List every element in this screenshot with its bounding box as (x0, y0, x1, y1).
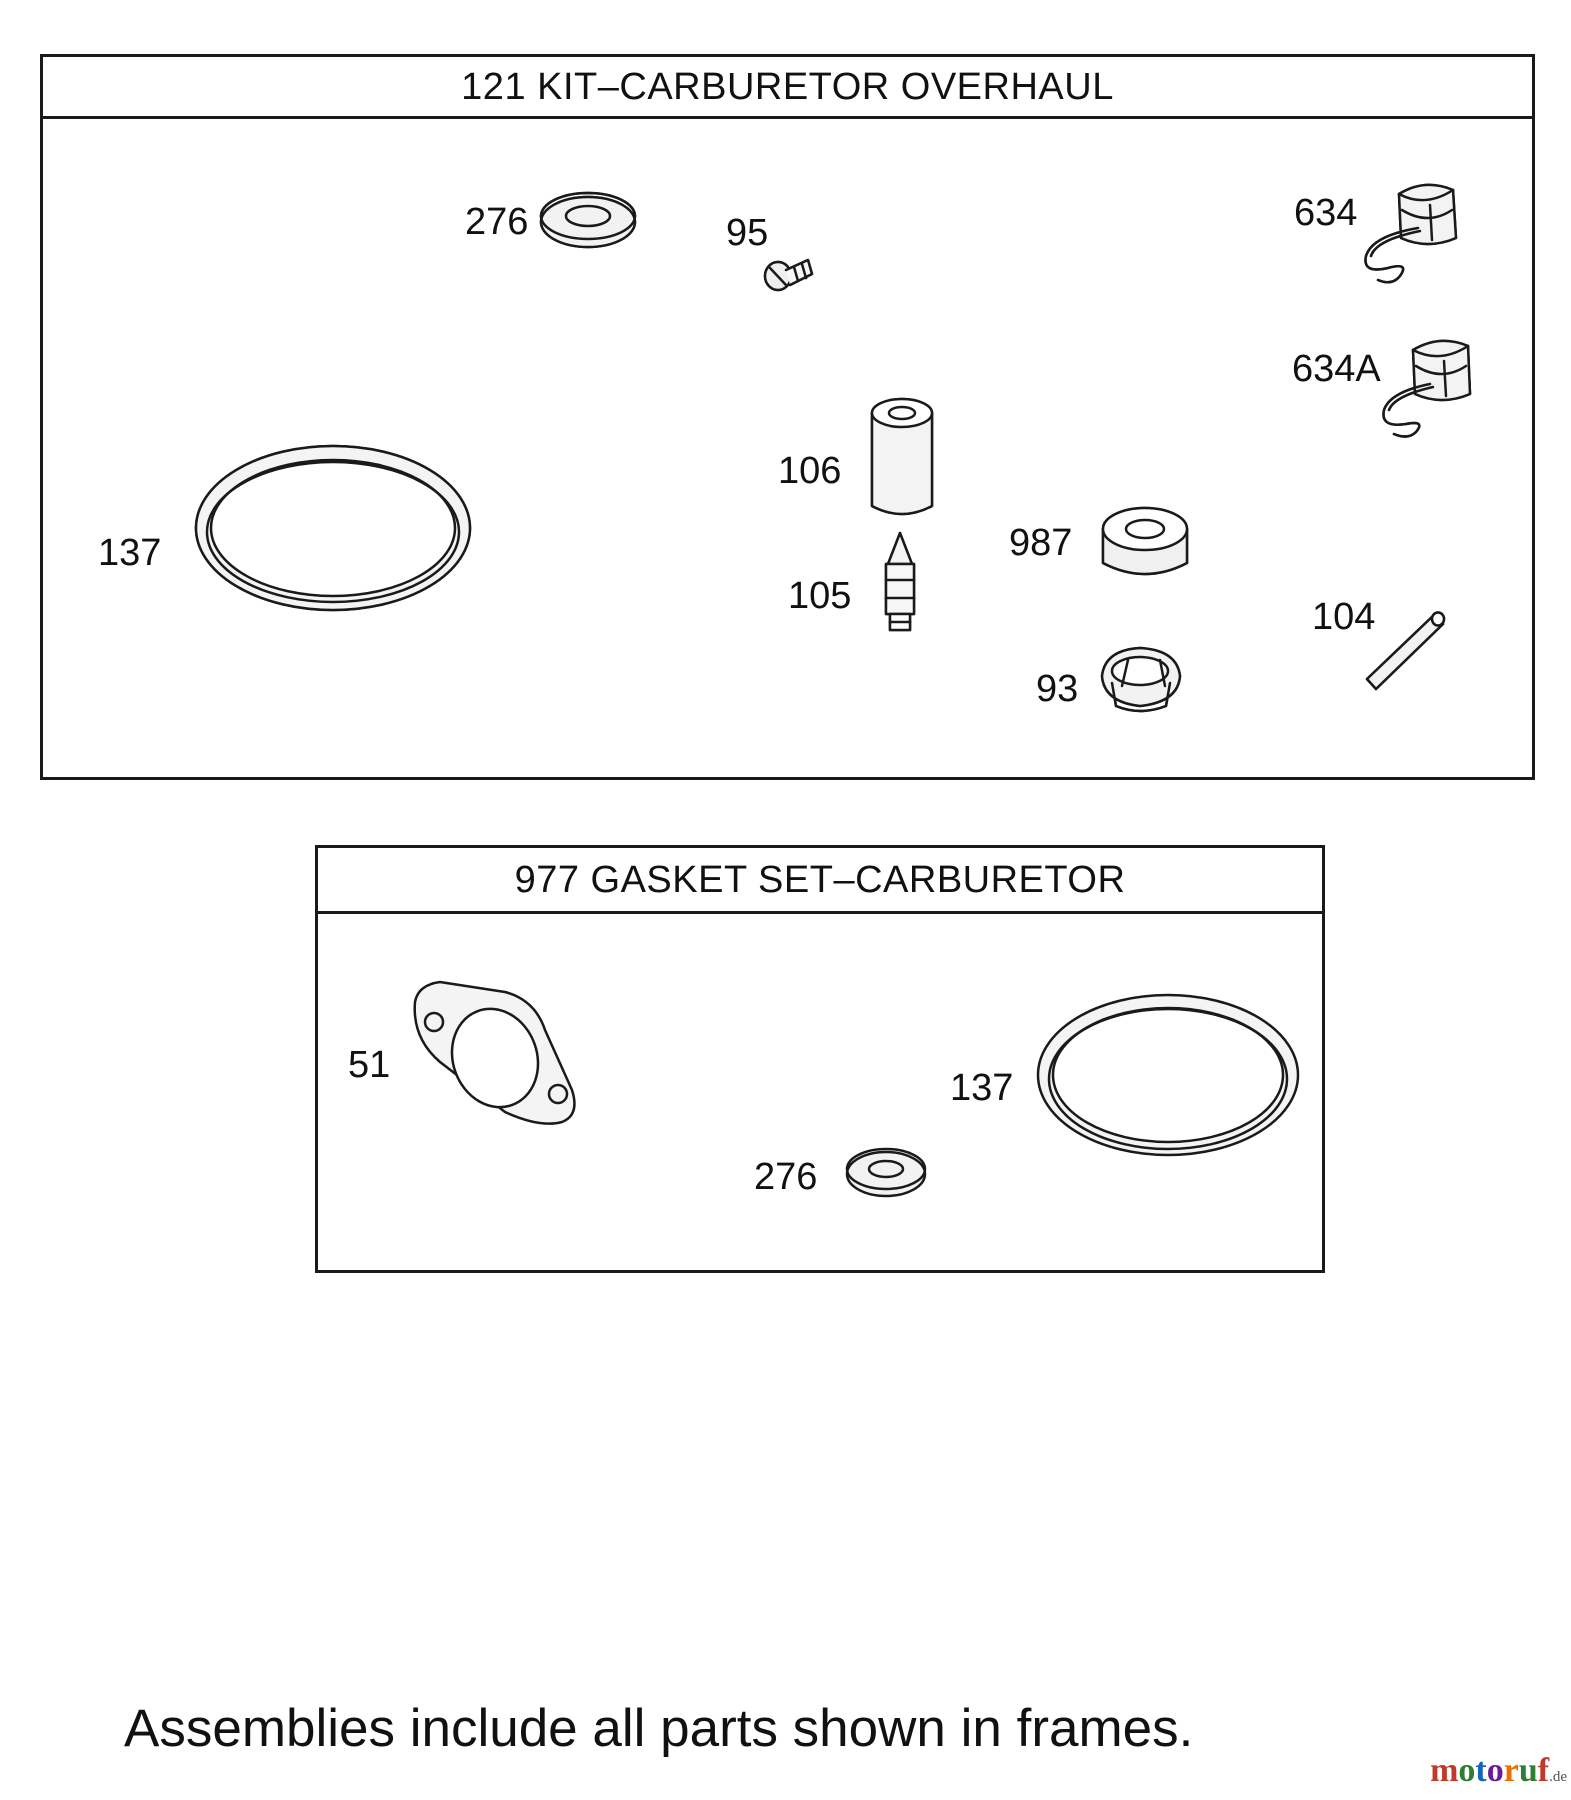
callout-634: 634 (1294, 192, 1358, 234)
gasket-51-illustration (413, 980, 576, 1125)
callout-93: 93 (1036, 668, 1079, 710)
assemblies-footnote: Assemblies include all parts shown in fr… (124, 1699, 1194, 1758)
watermark-letter: u (1518, 1752, 1538, 1789)
callout-95: 95 (726, 212, 769, 254)
callout-51: 51 (348, 1044, 391, 1086)
bushing-987-illustration (1101, 506, 1189, 576)
kit-frame: 121 KIT–CARBURETOR OVERHAUL (40, 54, 1535, 780)
watermark-letter: t (1475, 1752, 1487, 1789)
watermark-letter: o (1486, 1752, 1504, 1789)
washer-276-gasket-illustration (845, 1147, 927, 1198)
callout-104: 104 (1312, 596, 1376, 638)
watermark-suffix: .de (1549, 1769, 1567, 1785)
callout-105: 105 (788, 575, 852, 617)
callout-137-kit: 137 (98, 532, 162, 574)
callout-634a: 634A (1292, 348, 1381, 390)
callout-276-gasket: 276 (754, 1156, 818, 1198)
watermark-logo-text: motoruf (1430, 1752, 1549, 1789)
watermark-letter: r (1503, 1752, 1519, 1789)
clip-634-illustration (1364, 183, 1458, 284)
oring-137-gasket-illustration (1036, 993, 1300, 1157)
watermark-letter: m (1430, 1752, 1459, 1789)
callout-987: 987 (1009, 522, 1073, 564)
needle-105-illustration (884, 531, 916, 632)
callout-276-kit: 276 (465, 201, 529, 243)
callout-137-gasket: 137 (950, 1067, 1014, 1109)
nut-93-illustration (1100, 646, 1182, 713)
callout-106: 106 (778, 450, 842, 492)
kit-frame-title: 121 KIT–CARBURETOR OVERHAUL (43, 57, 1532, 119)
site-watermark: motoruf.de (1430, 1752, 1567, 1790)
watermark-letter: o (1458, 1752, 1476, 1789)
gasket-frame-title: 977 GASKET SET–CARBURETOR (318, 848, 1322, 914)
watermark-letter: f (1537, 1752, 1550, 1789)
washer-276-kit-illustration (539, 191, 637, 249)
screw-95-illustration (763, 258, 814, 292)
oring-137-kit-illustration (194, 444, 472, 612)
pin-104-illustration (1365, 611, 1446, 691)
float-106-illustration (870, 397, 934, 516)
clip-634a-illustration (1382, 339, 1472, 438)
